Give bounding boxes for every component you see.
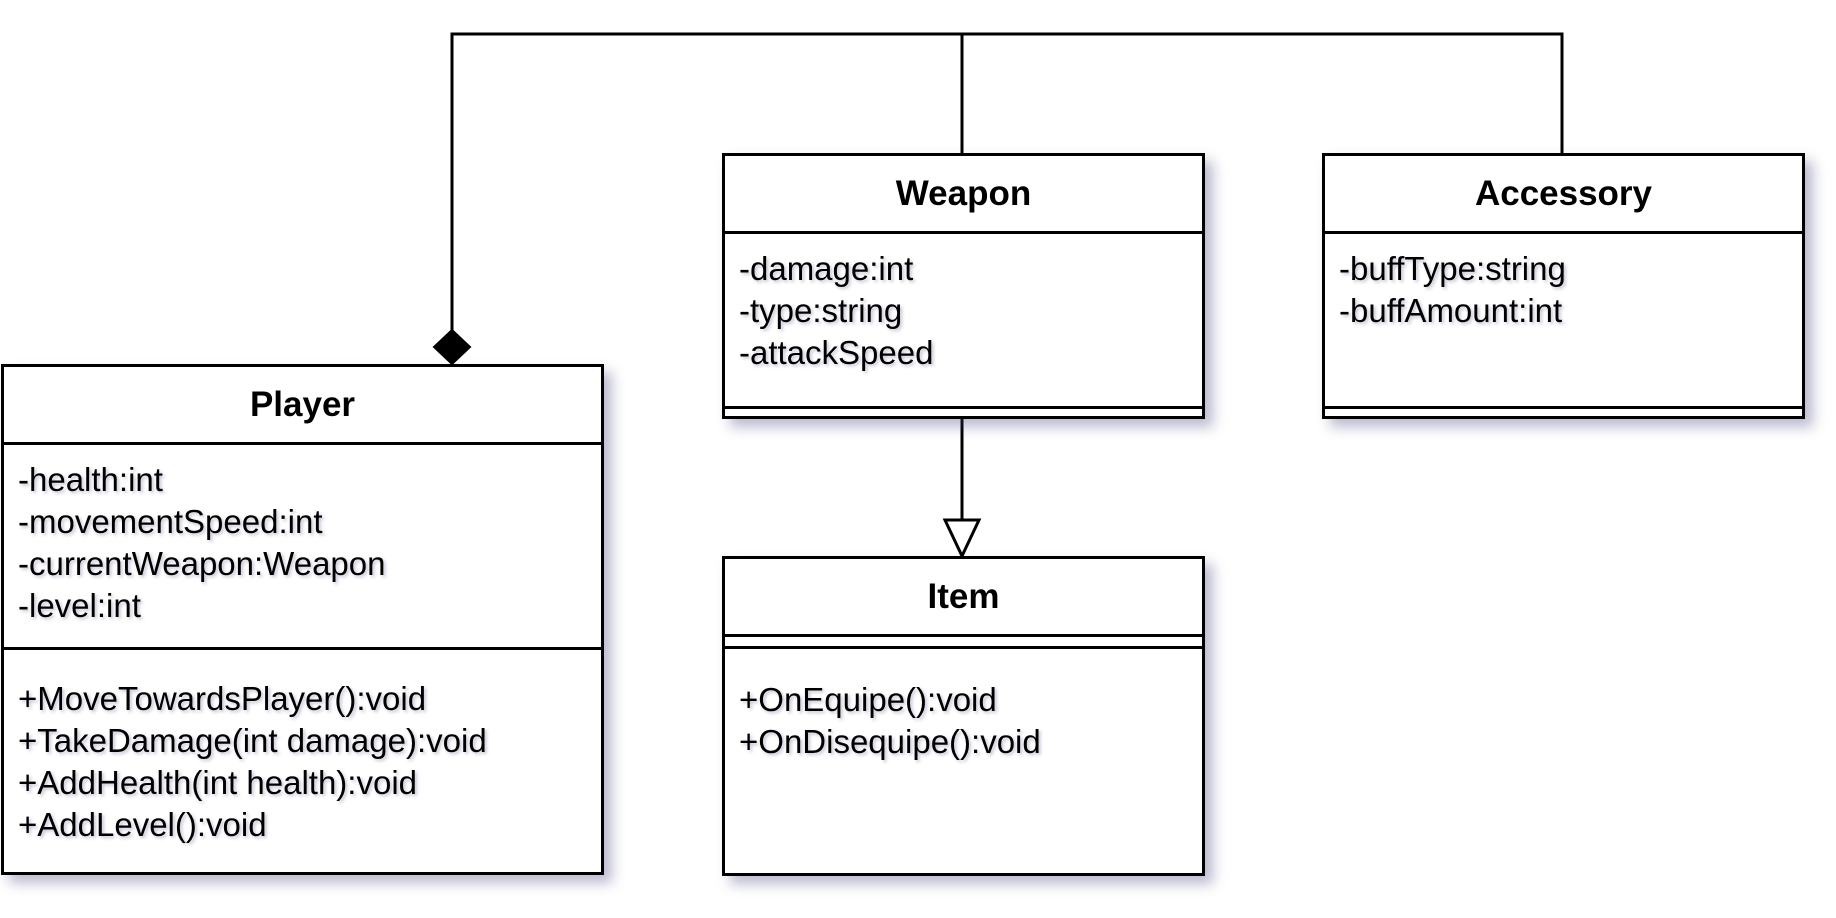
method: +AddHealth(int health):void: [18, 764, 417, 801]
attribute: -level:int: [18, 587, 141, 624]
method-list: +OnEquipe():void +OnDisequipe():void: [725, 649, 1202, 763]
class-accessory[interactable]: Accessory -buffType:string -buffAmount:i…: [1322, 153, 1805, 419]
composition-line: [450, 32, 1564, 330]
method: +OnEquipe():void: [739, 681, 997, 718]
class-name: Player: [4, 367, 601, 445]
attribute-list: -health:int -movementSpeed:int -currentW…: [4, 445, 601, 650]
attribute: -buffType:string: [1339, 250, 1566, 287]
class-player[interactable]: Player -health:int -movementSpeed:int -c…: [1, 364, 604, 875]
attribute-list: [725, 637, 1202, 649]
class-item[interactable]: Item +OnEquipe():void +OnDisequipe():voi…: [722, 556, 1205, 876]
method: +MoveTowardsPlayer():void: [18, 680, 427, 717]
method: +OnDisequipe():void: [739, 723, 1041, 760]
class-name: Accessory: [1325, 156, 1802, 234]
inheritance-arrowhead-icon: [942, 518, 982, 560]
class-name: Weapon: [725, 156, 1202, 234]
attribute: -health:int: [18, 461, 163, 498]
attribute-list: -damage:int -type:string -attackSpeed: [725, 234, 1202, 409]
composition-diamond-icon: [432, 328, 472, 366]
attribute: -currentWeapon:Weapon: [18, 545, 386, 582]
method-list: +MoveTowardsPlayer():void +TakeDamage(in…: [4, 650, 601, 846]
method: +TakeDamage(int damage):void: [18, 722, 487, 759]
class-weapon[interactable]: Weapon -damage:int -type:string -attackS…: [722, 153, 1205, 419]
attribute: -attackSpeed: [739, 334, 934, 371]
attribute: -type:string: [739, 292, 903, 329]
attribute: -movementSpeed:int: [18, 503, 323, 540]
method: +AddLevel():void: [18, 806, 267, 843]
attribute: -buffAmount:int: [1339, 292, 1563, 329]
attribute-list: -buffType:string -buffAmount:int: [1325, 234, 1802, 409]
attribute: -damage:int: [739, 250, 914, 287]
class-name: Item: [725, 559, 1202, 637]
